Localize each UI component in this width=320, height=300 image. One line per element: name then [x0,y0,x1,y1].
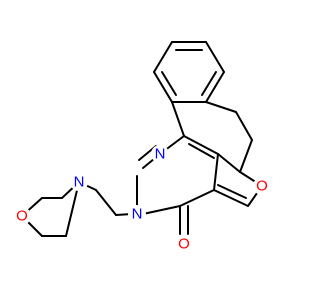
morpholine-oxygen: O [13,207,31,225]
bond [65,181,80,237]
bond [213,189,249,207]
atom-label: O [16,208,28,225]
bond [201,71,217,96]
pyridazine-nitrogen-1: N [151,145,169,163]
bond-layer [21,41,263,237]
bond [95,189,117,216]
furan-oxygen: O [253,177,271,195]
atom-label: N [155,146,166,163]
bond [171,101,185,137]
bond [161,71,177,96]
morpholine-nitrogen: N [70,173,88,191]
atom-label: N [74,174,85,191]
bond [153,41,173,73]
bond [217,184,247,199]
bond [183,135,219,155]
atom-label-layer: N N N O O O [13,145,271,253]
pyridazine-nitrogen-2: N [128,205,146,223]
bond [188,143,215,159]
molecule-structure: N N N O O O [13,41,271,253]
atom-label: O [178,236,190,253]
bond [179,189,215,207]
bond [217,153,241,173]
bond [205,41,225,73]
bond [239,139,253,173]
atom-label: O [256,178,268,195]
bond [205,71,225,103]
carbonyl-oxygen: O [175,235,193,253]
bond [153,71,173,103]
bond [235,111,253,141]
bond [205,101,237,113]
bond [142,205,181,215]
atom-label: N [132,206,143,223]
bond [213,153,219,191]
structure-canvas: N N N O O O [13,41,271,253]
